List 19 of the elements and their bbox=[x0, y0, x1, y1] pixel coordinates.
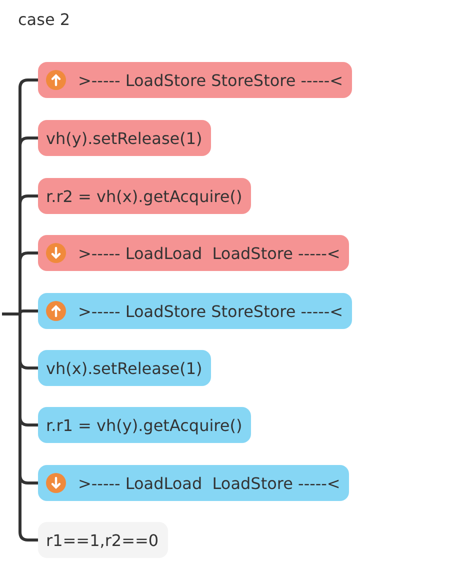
topic-box bbox=[38, 293, 352, 329]
topic-box bbox=[38, 120, 212, 156]
topic-text: vh(y).setRelease(1) bbox=[46, 128, 202, 148]
topic-text: >----- LoadStore StoreStore -----< bbox=[78, 70, 344, 90]
topic-text: r.r2 = vh(x).getAcquire() bbox=[46, 186, 242, 206]
topic-box bbox=[38, 235, 350, 271]
topic-box bbox=[38, 522, 168, 558]
topic-box bbox=[38, 62, 352, 98]
diagram-title: case 2 bbox=[18, 10, 70, 29]
topic-text: r.r1 = vh(y).getAcquire() bbox=[46, 416, 242, 434]
topic-box bbox=[38, 407, 252, 443]
topic-box bbox=[38, 178, 252, 214]
topic-text: r1==1,r2==0 bbox=[46, 530, 159, 550]
topic-box bbox=[38, 465, 350, 501]
topic-box bbox=[38, 350, 212, 386]
topic-text: >----- LoadLoad LoadStore -----< bbox=[78, 244, 340, 262]
topic-text: vh(x).setRelease(1) bbox=[46, 358, 202, 378]
topic-text: >----- LoadLoad LoadStore -----< bbox=[78, 474, 340, 492]
topic-text: >----- LoadStore StoreStore -----< bbox=[78, 302, 344, 320]
